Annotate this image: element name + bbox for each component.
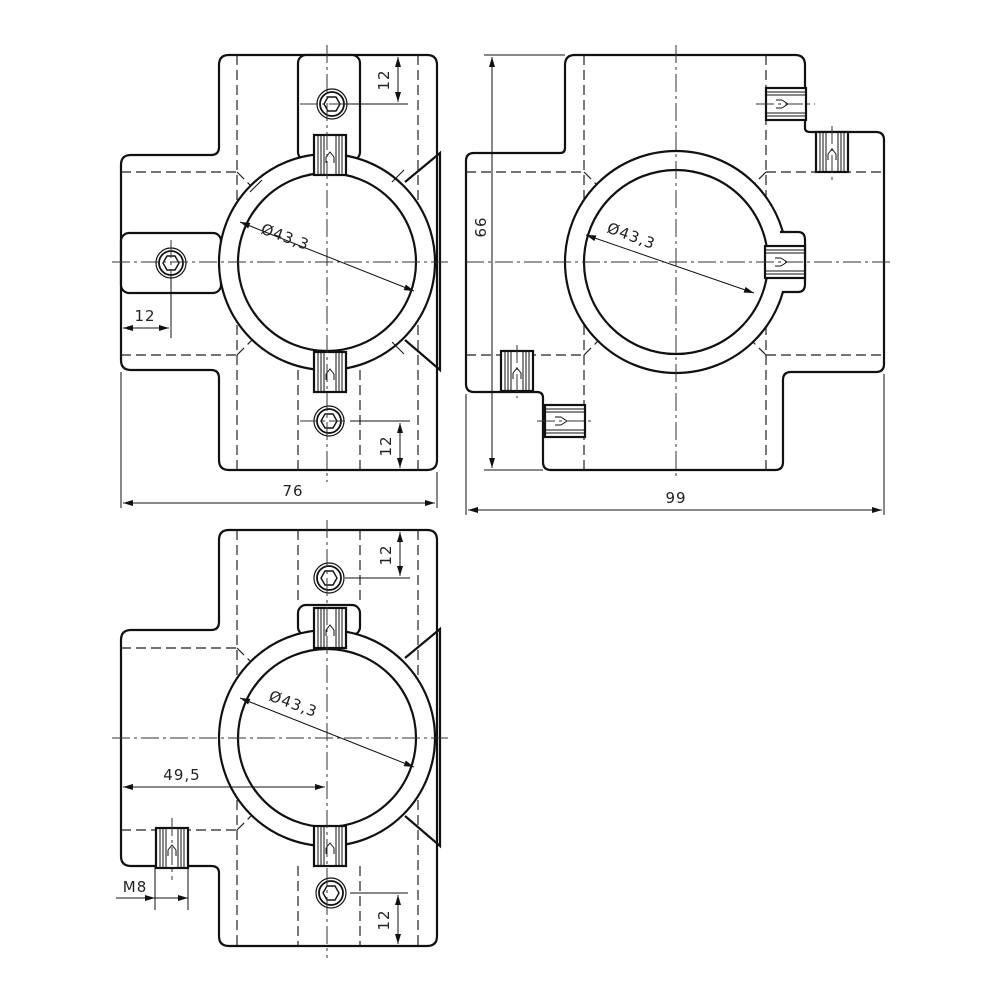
dim-bottom-offset: 12 <box>377 435 395 456</box>
dim-bottom-offset: 12 <box>375 909 393 930</box>
dim-top-offset: 12 <box>377 544 395 565</box>
hidden-lines <box>121 530 419 946</box>
dim-top-offset: 12 <box>375 69 393 90</box>
dim-left-offset: 12 <box>134 307 155 325</box>
dim-center-offset: 49,5 <box>163 766 200 784</box>
hidden-lines <box>121 55 419 470</box>
bottom-view: 12 12 49,5 M8 Ø43,3 <box>112 520 448 958</box>
set-screw-icon <box>312 824 348 868</box>
dim-width: 99 <box>665 489 686 507</box>
dim-thread: M8 <box>123 878 148 896</box>
set-screw-icon <box>312 133 348 177</box>
side-view: 99 99 Ø43,3 <box>464 45 892 515</box>
front-view: 12 12 12 Ø43,3 76 <box>112 45 448 508</box>
set-screw-icon <box>312 350 348 394</box>
dim-width: 76 <box>282 482 303 500</box>
dim-height: 99 <box>471 217 489 238</box>
set-screw-icon <box>312 606 348 650</box>
